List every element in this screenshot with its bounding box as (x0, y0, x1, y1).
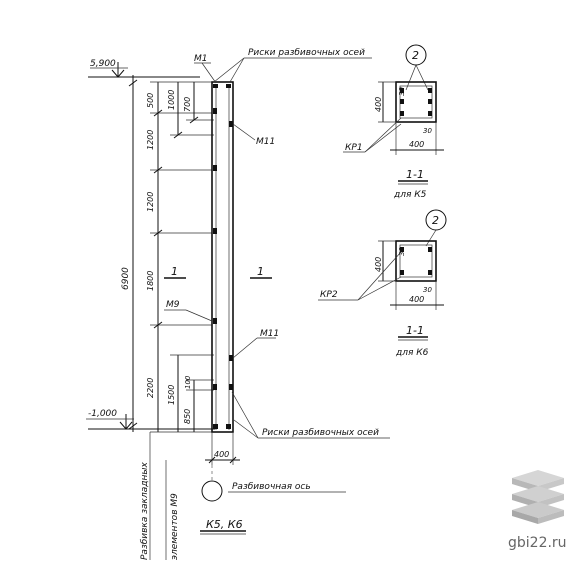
section-b-c30a: 30 (398, 247, 406, 256)
dim-850: 850 (183, 409, 192, 424)
dim-1000: 1000 (167, 90, 176, 110)
section-b-marker: 2 (432, 214, 439, 227)
section-a-marker: 2 (412, 49, 419, 62)
dim-width: 400 (205, 432, 240, 465)
dim-segments: 500 1200 1200 1800 2200 (146, 81, 212, 433)
section-a-title: 1-1 (406, 168, 424, 181)
section-1-left: 1 (171, 265, 178, 278)
section-mark-left: 1 (164, 265, 186, 279)
label-risk-bottom-group: Риски разбивочных осей (231, 391, 390, 439)
layout-title-1: Разбивка закладных (140, 462, 150, 560)
section-a-w: 400 (409, 140, 424, 149)
label-m11-b-group: М11 (232, 329, 279, 359)
mark-group: К5, К6 (200, 518, 246, 535)
section-a: 2 400 30 30 400 КР1 1-1 для К5 (343, 44, 444, 200)
dim-1500: 1500 (167, 385, 176, 405)
elev-top-label: 5,900 (90, 59, 116, 69)
dim-top-small: 1000 700 (167, 82, 214, 139)
dim-700: 700 (183, 97, 192, 112)
section-a-caption: для К5 (393, 190, 427, 200)
watermark-text: gbi22.ru (508, 535, 567, 551)
dim-total-label: 6900 (121, 267, 131, 290)
dim-1200-a: 1200 (146, 130, 155, 150)
dim-1800: 1800 (146, 271, 155, 291)
section-b: 2 400 30 30 400 КР2 1-1 для К6 (318, 209, 447, 358)
section-a-c30a: 30 (398, 87, 406, 96)
axis-bubble-group: Разбивочная ось (201, 465, 346, 502)
section-1-right: 1 (257, 265, 264, 278)
section-a-rebar: КР1 (345, 143, 363, 153)
dim-bottom-small: 1500 100 850 (167, 354, 214, 432)
section-mark-right: 1 (250, 265, 272, 279)
section-b-c30b: 30 (423, 286, 432, 294)
dim-500: 500 (146, 93, 155, 108)
mark-label: К5, К6 (206, 518, 243, 531)
vertical-title: Разбивка закладных элементов М9 (140, 432, 180, 560)
section-b-title: 1-1 (406, 324, 424, 337)
axis-label: Разбивочная ось (232, 482, 311, 492)
section-a-c30b: 30 (423, 127, 432, 135)
watermark-logo (512, 470, 564, 524)
layout-title-2: элементов М9 (170, 493, 180, 560)
section-b-h: 400 (374, 257, 383, 272)
section-b-w: 400 (409, 295, 424, 304)
dim-2200: 2200 (146, 378, 155, 398)
elev-bottom-label: -1,000 (88, 409, 117, 419)
elevation-top: 5,900 (88, 59, 200, 78)
section-b-rebar: КР2 (320, 290, 338, 300)
dim-1200-b: 1200 (146, 192, 155, 212)
section-b-caption: для К6 (395, 348, 429, 358)
column-body (211, 81, 234, 433)
label-risk-bottom: Риски разбивочных осей (262, 428, 379, 438)
section-a-h: 400 (374, 97, 383, 112)
label-m1: М1 (194, 54, 208, 64)
label-m11-a-group: М11 (232, 123, 275, 147)
label-m11-a: М11 (256, 137, 275, 147)
elevation-bottom: -1,000 (86, 409, 215, 430)
dim-width-label: 400 (214, 450, 229, 459)
label-m9-group: М9 (164, 300, 213, 322)
label-m11-b: М11 (260, 329, 279, 339)
label-risk-top: Риски разбивочных осей (248, 48, 365, 58)
axis-bubble (201, 480, 223, 502)
dim-100: 100 (184, 375, 192, 389)
label-m9: М9 (166, 300, 180, 310)
label-risk-top-group: Риски разбивочных осей (213, 48, 372, 83)
label-m1-group: М1 (194, 54, 217, 84)
dim-total: 6900 (121, 75, 138, 432)
